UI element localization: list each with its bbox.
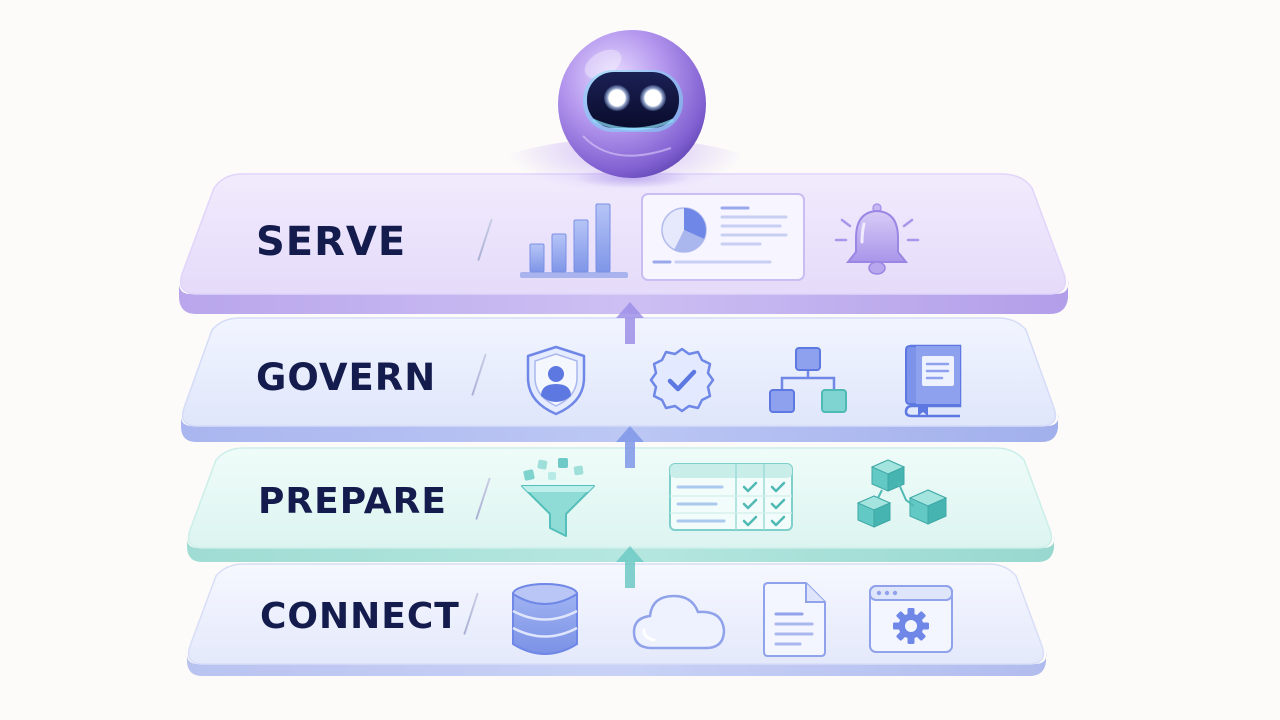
layer-prepare: PREPARE	[184, 444, 1056, 564]
catalog-book-icon	[902, 342, 966, 418]
layer-serve: SERVE	[176, 138, 1070, 320]
validation-table-icon	[668, 462, 794, 532]
shield-user-icon	[524, 344, 588, 416]
bell-icon	[830, 200, 924, 280]
layer-connect: CONNECT	[184, 560, 1048, 678]
dashboard-icon	[640, 192, 806, 282]
robot-orb-icon	[553, 28, 711, 188]
layer-govern: GOVERN	[178, 314, 1060, 446]
verified-badge-icon	[648, 346, 716, 414]
lineage-icon	[758, 344, 858, 414]
layer-serve-slab	[178, 138, 1069, 314]
layer-label-connect: CONNECT	[260, 596, 460, 638]
layer-label-serve: SERVE	[256, 219, 407, 266]
layer-connect-slab	[186, 563, 1047, 676]
layer-label-prepare: PREPARE	[258, 481, 447, 523]
document-icon	[762, 580, 828, 658]
flow-arrow-up-icon	[613, 300, 647, 346]
cubes-icon	[854, 456, 952, 538]
database-icon	[510, 582, 580, 658]
settings-window-icon	[868, 584, 954, 654]
layer-label-govern: GOVERN	[256, 355, 437, 399]
bar-chart-icon	[520, 200, 628, 280]
flow-arrow-up-icon	[613, 544, 647, 590]
funnel-icon	[518, 456, 598, 542]
flow-arrow-up-icon	[613, 424, 647, 470]
layer-prepare-slab	[186, 447, 1055, 562]
cloud-icon	[630, 590, 728, 652]
